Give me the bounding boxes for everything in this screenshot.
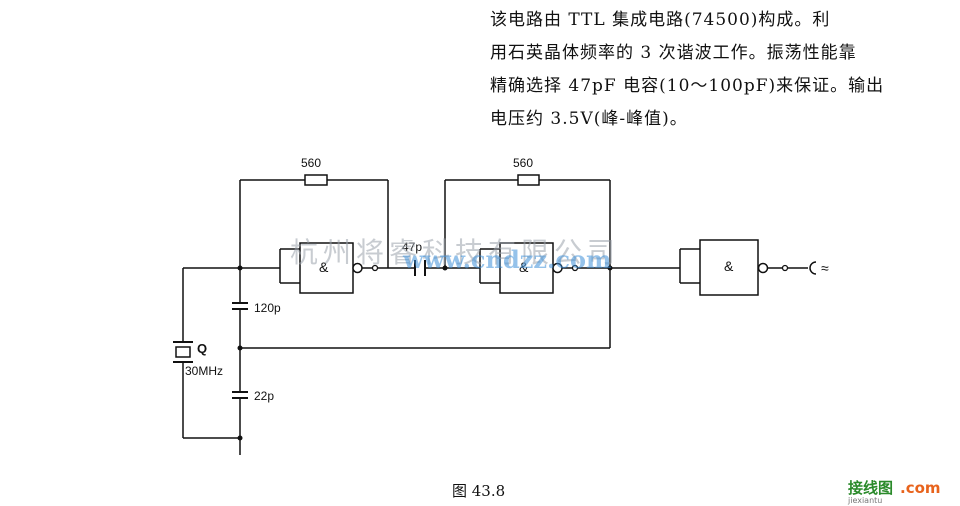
logo-text: 接线图 [848,479,893,497]
junction-dot [607,265,613,271]
gate-symbol-label: & [519,259,529,275]
nand-gate [299,242,354,294]
gate-symbol-label: & [319,259,329,275]
capacitor-label: 47p [402,240,422,254]
output-terminal-arc [809,261,817,275]
junction-dot [442,265,448,271]
inverter-bubble [757,262,769,274]
description-line: 用石英晶体频率的 3 次谐波工作。振荡性能靠 [490,43,857,63]
logo-subtext: jiexiantu [847,496,882,505]
watermark-url: www.cndzz.com [402,245,611,274]
capacitor-symbol [414,260,426,276]
crystal-frequency-label: 30MHz [185,364,223,378]
resistor-symbol [517,174,540,186]
resistor-label: 560 [301,156,321,170]
figure-caption: 图 43.8 [452,482,505,500]
terminal-node [781,264,789,272]
description-line: 精确选择 47pF 电容(10～100pF)来保证。输出 [490,76,885,96]
resistor-label: 560 [513,156,533,170]
terminal-node [371,264,379,272]
crystal-symbol [173,341,193,363]
junction-dot [237,345,243,351]
nand-gate [699,239,759,296]
nand-gate [499,242,554,294]
gate-symbol-label: & [724,258,734,274]
resistor-symbol [304,174,328,186]
inverter-bubble [552,262,563,274]
watermark-text: 杭州将睿科技有限公司 [290,236,620,269]
description-line: 该电路由 TTL 集成电路(74500)构成。利 [490,10,831,30]
description-line: 电压约 3.5V(峰-峰值)。 [490,109,688,129]
site-logo: 接线图 .com jiexiantu [847,479,941,505]
capacitor-label: 120p [254,301,281,315]
junction-dot [237,265,243,271]
output-symbol: ≈ [821,260,829,276]
capacitor-symbol [230,391,250,399]
capacitor-symbol [230,302,250,310]
junction-dot [237,435,243,441]
capacitor-label: 22p [254,389,274,403]
logo-domain: .com [900,479,941,497]
terminal-node [571,264,579,272]
inverter-bubble [352,262,363,274]
crystal-label: Q [197,341,207,356]
